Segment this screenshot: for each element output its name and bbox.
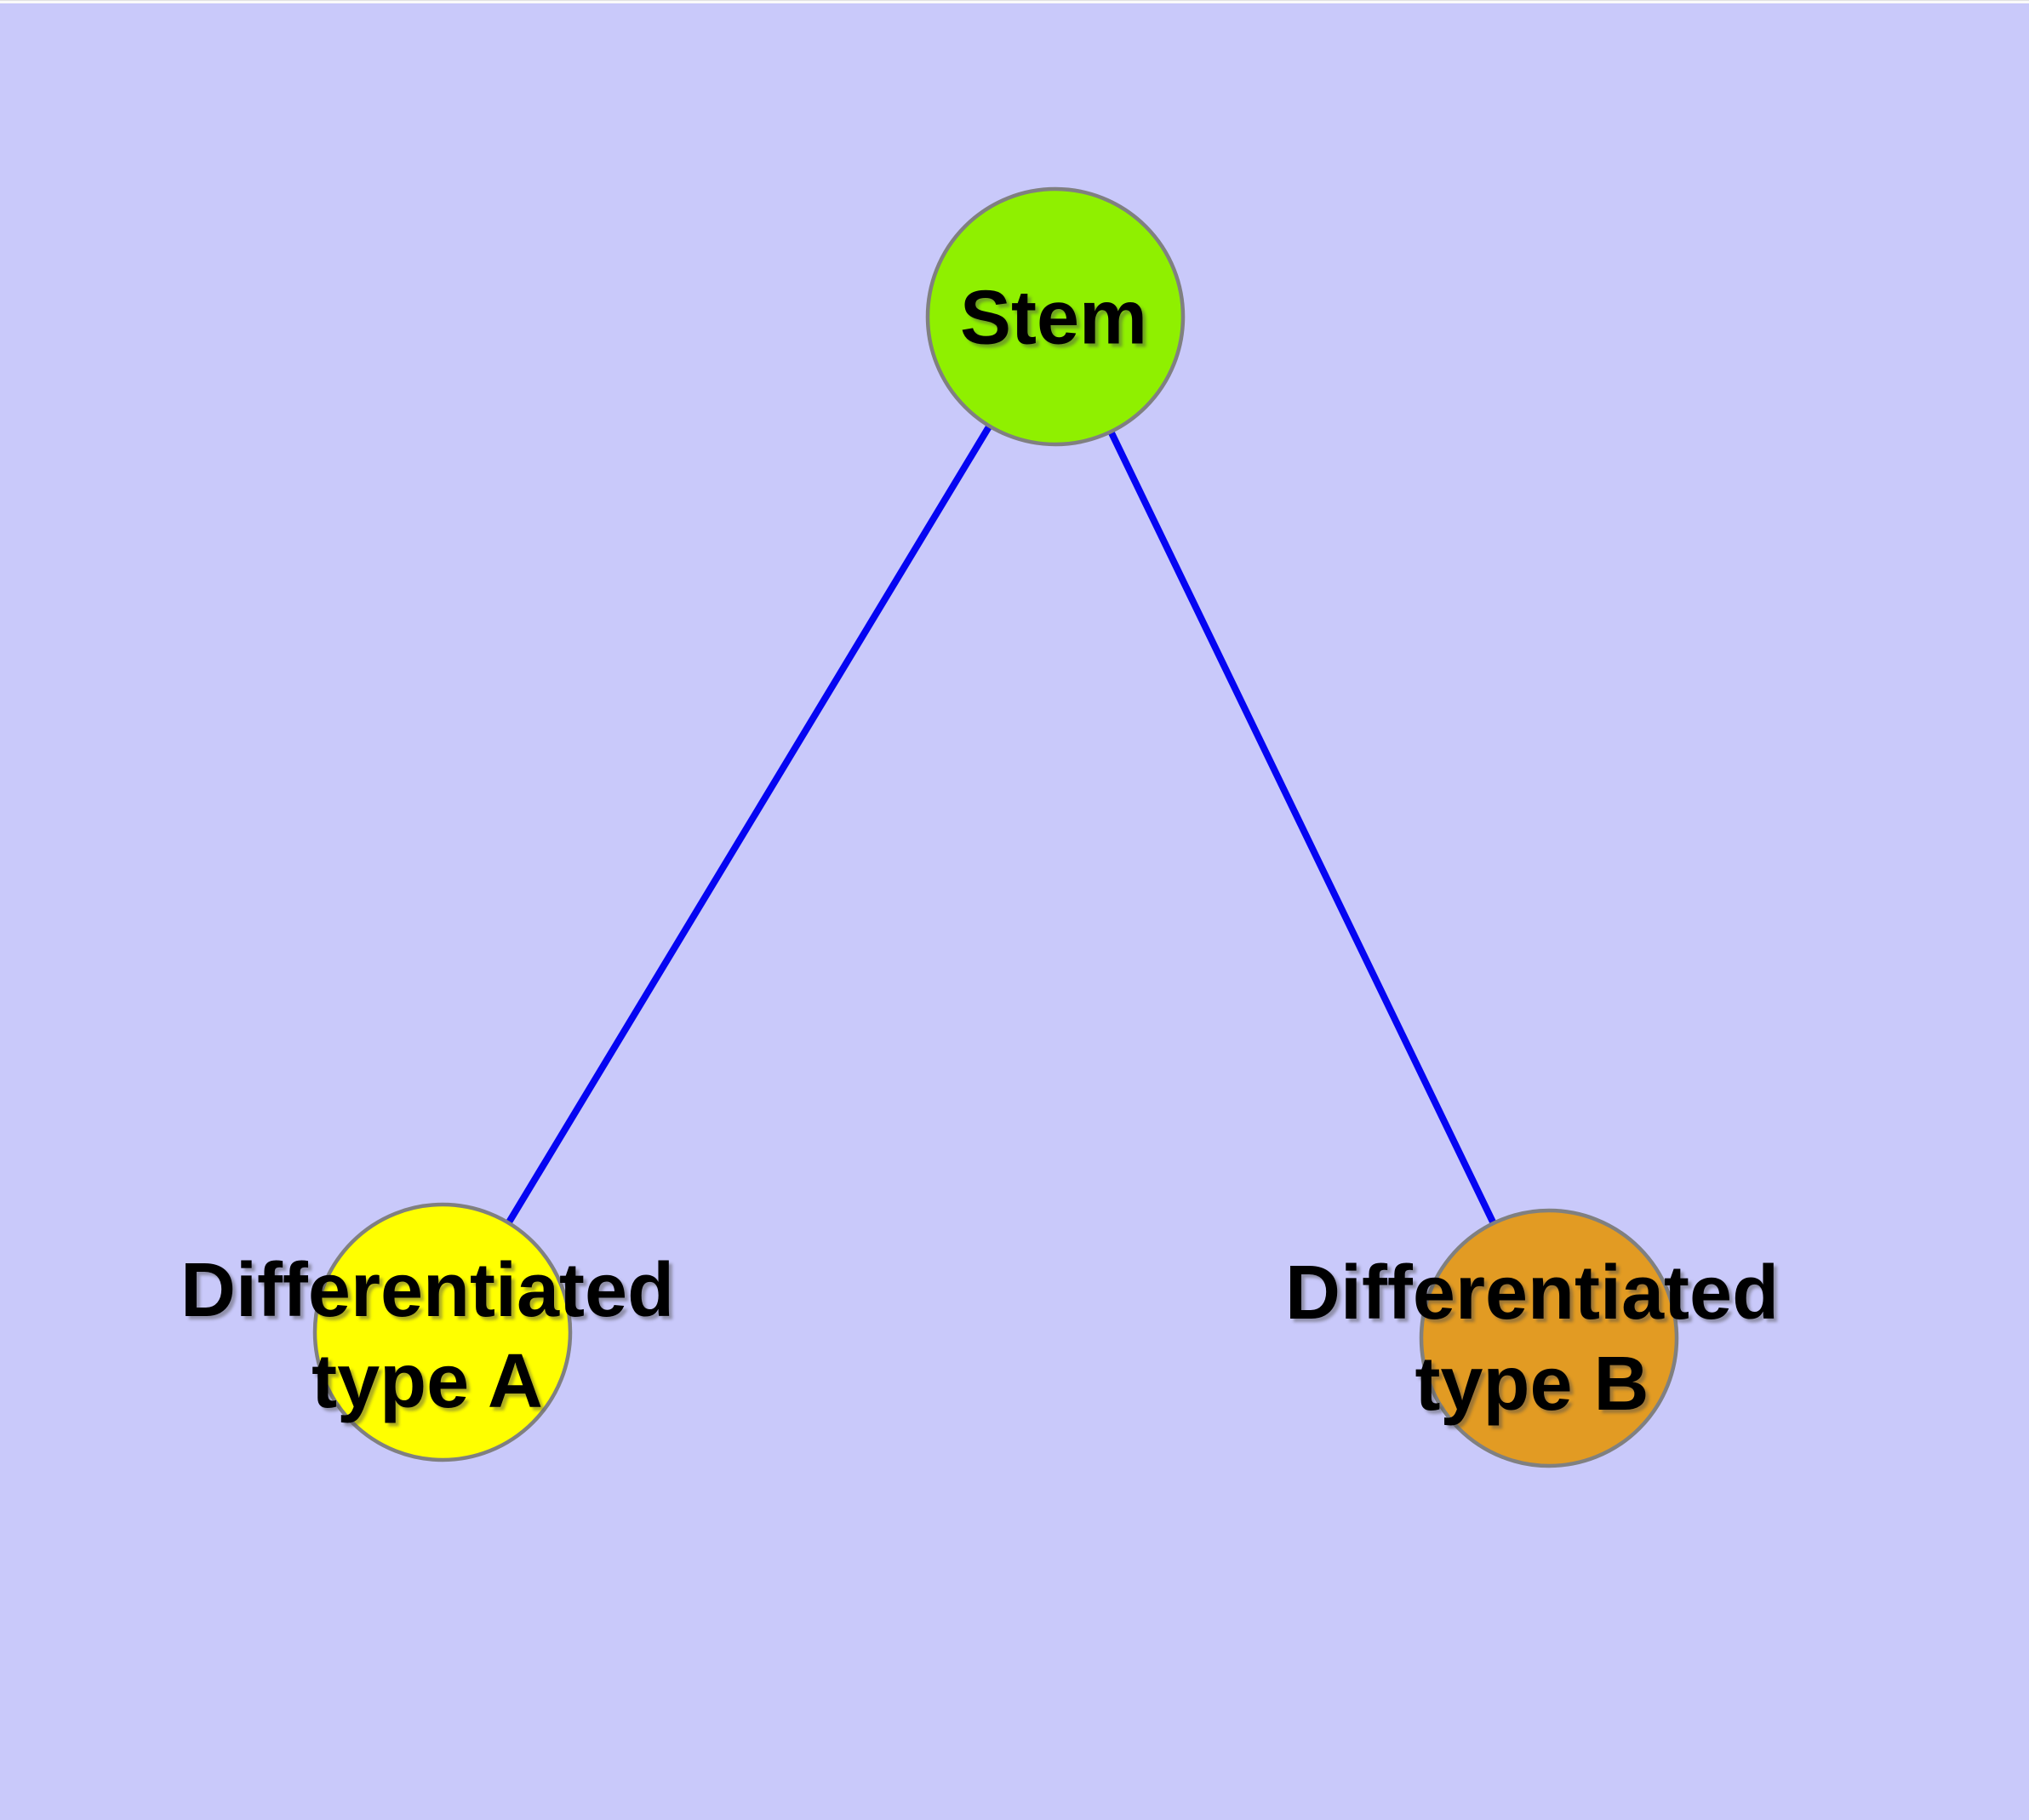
node-differentiated-type-a: [312, 1202, 573, 1462]
node-label-type-a-line2: type A: [311, 1339, 543, 1424]
node-label-stem: Stem: [960, 273, 1147, 364]
node-label-differentiated-type-a: Differentiated type A: [180, 1245, 674, 1428]
node-label-type-b-line2: type B: [1415, 1342, 1649, 1427]
node-label-differentiated-type-b: Differentiated type B: [1285, 1248, 1779, 1430]
window-top-edge: [0, 0, 2029, 3]
node-stem: [925, 186, 1186, 447]
edge-stem-to-type-a: [439, 313, 1059, 1336]
node-differentiated-type-b: [1419, 1208, 1679, 1468]
node-label-type-a-line1: Differentiated: [180, 1248, 675, 1333]
node-label-type-b-line1: Differentiated: [1284, 1251, 1780, 1336]
edge-stem-to-type-b: [1052, 313, 1552, 1342]
node-label-stem-line1: Stem: [959, 275, 1148, 361]
